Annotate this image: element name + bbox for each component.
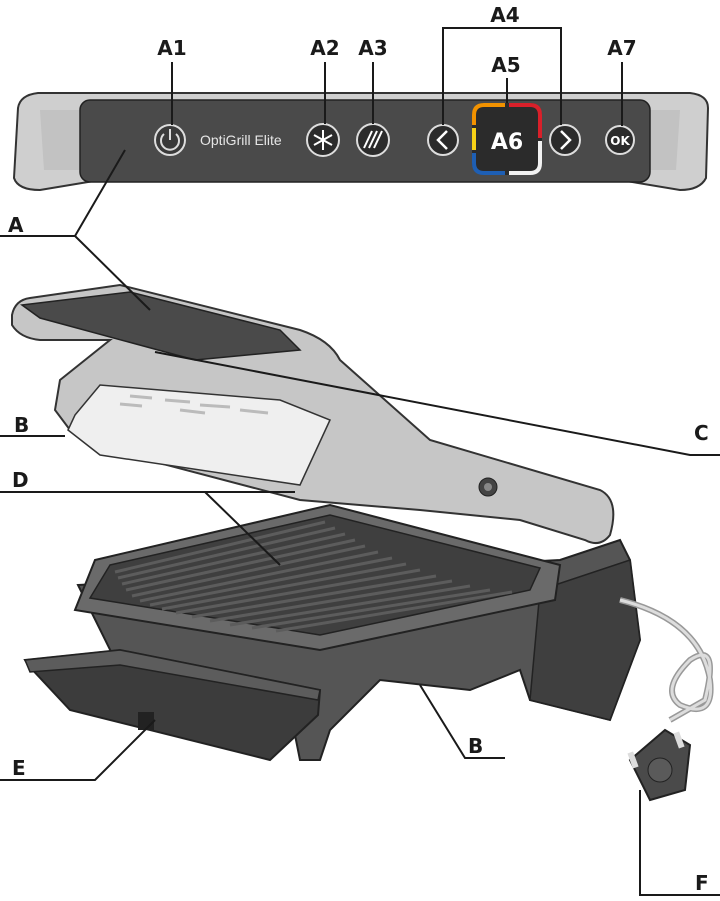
- program-display[interactable]: A6: [472, 103, 542, 175]
- label-a4: A4: [490, 3, 519, 27]
- power-cord: [619, 597, 714, 802]
- label-e: E: [12, 756, 26, 780]
- label-a1: A1: [157, 36, 186, 60]
- label-b-top: B: [14, 413, 29, 437]
- ring-red-segment: [509, 103, 542, 138]
- control-panel: OptiGrill Elite: [12, 92, 710, 192]
- cover-vents: [119, 394, 269, 415]
- grill-mode-button[interactable]: [356, 123, 390, 157]
- frozen-button[interactable]: [306, 123, 340, 157]
- brand-name: OptiGrill Elite: [200, 132, 282, 148]
- chevron-left-icon: [436, 130, 448, 150]
- callouts-top: A1 A2 A3 A4 A5 A7: [157, 3, 637, 126]
- label-a: A: [8, 213, 24, 237]
- label-b-bottom: B: [468, 734, 483, 758]
- label-c: C: [694, 421, 709, 445]
- ring-orange-segment: [472, 103, 505, 125]
- tray-handle: [138, 712, 154, 730]
- label-f: F: [695, 871, 709, 895]
- ok-label: OK: [610, 134, 630, 148]
- chevron-right-icon: [560, 130, 572, 150]
- label-a7: A7: [607, 36, 636, 60]
- ok-button[interactable]: OK: [605, 125, 635, 155]
- display-label: A6: [491, 130, 523, 155]
- ring-blue-segment: [472, 153, 505, 175]
- lid-cover-plate: [67, 384, 332, 486]
- label-a5: A5: [491, 53, 520, 77]
- label-d: D: [12, 468, 29, 492]
- ring-white-segment: [509, 141, 542, 175]
- power-icon: [160, 129, 180, 151]
- power-plug: [627, 728, 692, 802]
- previous-button[interactable]: [427, 124, 459, 156]
- label-a3: A3: [358, 36, 387, 60]
- label-a2: A2: [310, 36, 339, 60]
- callouts-side: A B C D B E F: [0, 149, 720, 896]
- grill-lines-icon: [363, 130, 383, 149]
- power-button[interactable]: [154, 124, 186, 156]
- lid-control-panel: [20, 291, 302, 361]
- grill-ribs: [114, 520, 513, 633]
- snowflake-icon: [313, 130, 333, 150]
- grill-appliance: [11, 283, 642, 762]
- next-button[interactable]: [549, 124, 581, 156]
